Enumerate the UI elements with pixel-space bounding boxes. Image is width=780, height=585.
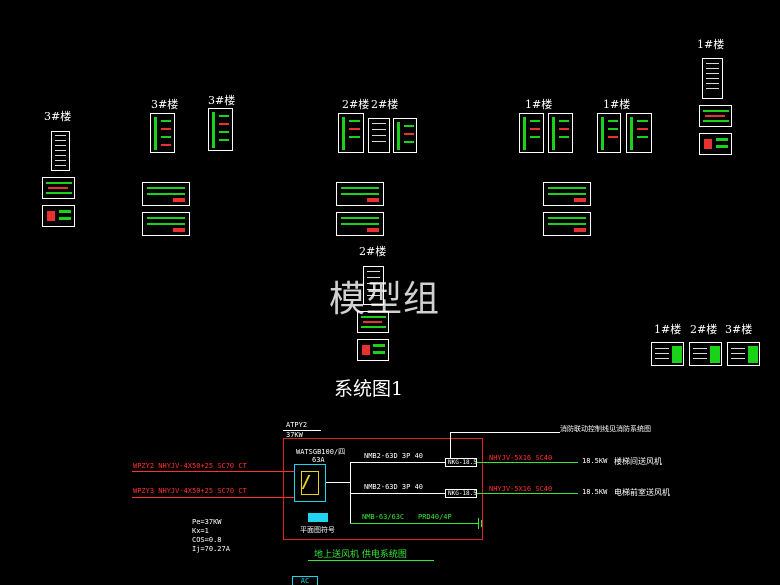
sheet-thumbnail — [51, 131, 70, 171]
outgoing-line — [477, 462, 578, 463]
sheet-thumbnail — [543, 212, 591, 236]
sheet-thumbnail — [699, 133, 732, 155]
building-label-3-left: 3#楼 — [44, 110, 72, 123]
atse-switch — [294, 464, 326, 502]
breaker-amp: 63A — [312, 456, 325, 464]
section-title: 系统图1 — [334, 378, 404, 400]
sheet-thumbnail — [357, 339, 389, 361]
panel-power: 37KW — [286, 431, 303, 439]
panel-id: ATPY2 — [286, 421, 308, 429]
panel-box — [283, 438, 483, 540]
fire-link-note: 消防联动控制线见消防系统图 — [560, 425, 651, 433]
sheet-thumbnail — [42, 205, 75, 227]
feeder-line — [132, 471, 294, 472]
load-name: 楼梯间送风机 — [614, 457, 662, 466]
param-pe: Pe=37KW — [192, 518, 222, 526]
building-label-3-a: 3#楼 — [151, 98, 179, 111]
building-label-3-b: 3#楼 — [208, 94, 236, 107]
feeder-label: WPZY2 NHYJV-4X50+25 SC70 CT — [133, 462, 247, 470]
sheet-thumbnail — [150, 113, 175, 153]
sheet-thumbnail — [336, 212, 384, 236]
building-label-2-a: 2#楼 — [342, 98, 370, 111]
symbol-icon — [308, 513, 328, 522]
watermark: 模型组 — [329, 279, 441, 320]
contactor-label: NKG-18.5 — [448, 490, 477, 497]
param-kx: Kx=1 — [192, 527, 209, 535]
building-label-1-top: 1#楼 — [697, 38, 725, 51]
branch-breaker: NMB2-63D 3P 40 — [364, 483, 424, 491]
sheet-thumbnail — [689, 342, 722, 366]
breaker-rating: WATSGB100/四 — [296, 448, 346, 456]
contactor-box — [445, 489, 477, 498]
bottom-tag: AC — [292, 576, 318, 585]
schematic-caption: 地上送风机 供电系统图 — [314, 550, 407, 560]
spd-breaker: NMB-63/63C — [362, 513, 405, 521]
sheet-thumbnail — [548, 113, 573, 153]
bus-bar — [350, 462, 351, 523]
sheet-thumbnail — [393, 118, 417, 153]
building-label-1-a: 1#楼 — [525, 98, 553, 111]
contactor-label: NKG-18.5 — [448, 459, 477, 466]
building-label-1-right: 1#楼 — [654, 323, 682, 336]
building-label-2-center: 2#楼 — [359, 245, 387, 258]
sheet-thumbnail — [336, 182, 384, 206]
cable-spec: NHYJV-5X16 SC40 — [489, 485, 553, 493]
building-label-2-b: 2#楼 — [371, 98, 399, 111]
building-label-3-right: 3#楼 — [725, 323, 753, 336]
sheet-thumbnail — [543, 182, 591, 206]
building-label-2-right: 2#楼 — [690, 323, 718, 336]
sheet-thumbnail — [699, 105, 732, 127]
sheet-thumbnail — [357, 311, 389, 333]
atse-note: 平面图符号 — [300, 526, 335, 534]
load-power: 18.5KW — [582, 488, 608, 496]
sheet-thumbnail — [363, 266, 384, 305]
sheet-thumbnail — [142, 212, 190, 236]
sheet-thumbnail — [727, 342, 760, 366]
outgoing-line — [477, 493, 578, 494]
param-ij: Ij=70.27A — [192, 545, 230, 553]
sheet-thumbnail — [626, 113, 652, 153]
building-label-1-b: 1#楼 — [603, 98, 631, 111]
spd-label: PRD40/4P — [418, 513, 452, 521]
sheet-thumbnail — [42, 177, 75, 199]
ground-icon — [478, 518, 479, 529]
feeder-line — [132, 497, 294, 498]
sheet-thumbnail — [368, 118, 390, 153]
sheet-thumbnail — [142, 182, 190, 206]
sheet-thumbnail — [651, 342, 684, 366]
load-power: 18.5KW — [582, 457, 608, 465]
load-name: 电梯前室送风机 — [614, 488, 670, 497]
spd-line — [350, 523, 478, 524]
sheet-thumbnail — [338, 113, 364, 153]
cable-spec: NHYJV-5X16 SC40 — [489, 454, 553, 462]
feeder-label: WPZY3 NHYJV-4X50+25 SC70 CT — [133, 487, 247, 495]
sheet-thumbnail — [702, 58, 723, 99]
sheet-thumbnail — [208, 108, 233, 151]
contactor-box — [445, 458, 477, 467]
sheet-thumbnail — [597, 113, 621, 153]
sheet-thumbnail — [519, 113, 544, 153]
param-cos: COS=0.8 — [192, 536, 222, 544]
branch-breaker: NMB2-63D 3P 40 — [364, 452, 424, 460]
